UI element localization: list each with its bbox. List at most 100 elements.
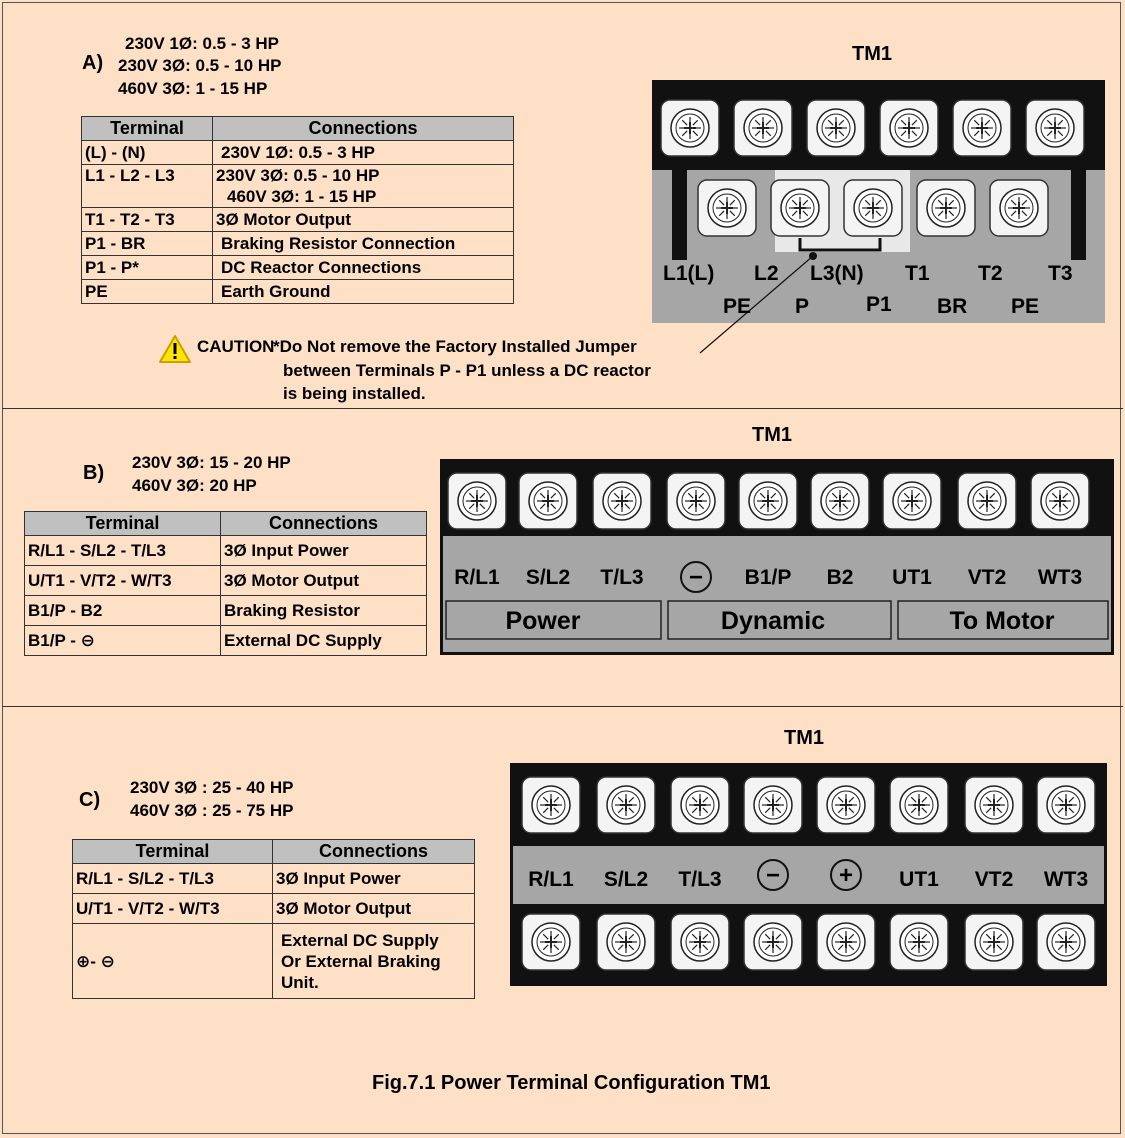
- connection-cell: Earth Ground: [212, 279, 514, 304]
- terminal-cell: B1/P - ⊖: [24, 625, 221, 656]
- section-b-tm1-title: TM1: [752, 424, 792, 446]
- table-row: U/T1 - V/T2 - W/T3 3Ø Motor Output: [72, 893, 475, 924]
- terminal-screw: [964, 776, 1024, 834]
- terminal-screw: [816, 913, 876, 971]
- terminal-cell: T1 - T2 - T3: [81, 207, 213, 232]
- table-row: P1 - P* DC Reactor Connections: [81, 255, 514, 280]
- table-row: U/T1 - V/T2 - W/T3 3Ø Motor Output: [24, 565, 427, 596]
- terminal-label: R/L1: [528, 868, 574, 891]
- connection-cell: 3Ø Motor Output: [212, 207, 514, 232]
- group-label-power: Power: [505, 607, 580, 635]
- label-t2: T2: [978, 262, 1003, 285]
- terminal-label: T/L3: [678, 868, 721, 891]
- terminal-screw: [882, 472, 942, 530]
- section-c-letter: C): [79, 789, 101, 811]
- table-row: T1 - T2 - T3 3Ø Motor Output: [81, 207, 514, 232]
- terminal-screw: [964, 913, 1024, 971]
- terminal-label: VT2: [975, 868, 1014, 891]
- terminal-screw: [889, 913, 949, 971]
- section-a-spec-2: 230V 3Ø: 0.5 - 10 HP: [118, 56, 282, 75]
- terminal-label: UT1: [892, 566, 932, 589]
- screw-row: [447, 472, 1090, 530]
- terminal-screw: [843, 179, 903, 237]
- terminal-cell: B1/P - B2: [24, 595, 221, 626]
- terminal-label: WT3: [1044, 868, 1088, 891]
- terminal-screw: [521, 913, 581, 971]
- section-c-spec-1: 230V 3Ø : 25 - 40 HP: [130, 778, 294, 797]
- terminal-screw: [743, 913, 803, 971]
- group-label-dynamic: Dynamic: [721, 607, 825, 635]
- terminal-cell: R/L1 - S/L2 - T/L3: [72, 863, 273, 894]
- terminal-label: −: [680, 561, 712, 593]
- label-pe-right: PE: [1011, 295, 1039, 318]
- section-a-letter: A): [82, 52, 104, 74]
- caution-line-3: is being installed.: [283, 384, 426, 403]
- terminal-screw: [670, 776, 730, 834]
- terminal-block-body: [513, 846, 1104, 904]
- terminal-screw: [666, 472, 726, 530]
- section-divider-bc: [2, 706, 1123, 707]
- section-b-spec-2: 460V 3Ø: 20 HP: [132, 476, 257, 495]
- terminal-label: +: [830, 859, 862, 891]
- table-header-connections: Connections: [212, 116, 514, 141]
- terminal-cell: PE: [81, 279, 213, 304]
- terminal-cell: L1 - L2 - L3: [81, 164, 213, 208]
- caution-line-1: *Do Not remove the Factory Installed Jum…: [273, 337, 637, 356]
- terminal-cell: R/L1 - S/L2 - T/L3: [24, 535, 221, 566]
- terminal-screw: [738, 472, 798, 530]
- terminal-screw: [697, 179, 757, 237]
- label-pe-left: PE: [723, 295, 751, 318]
- screw-row: [660, 99, 1085, 237]
- section-c-spec-2: 460V 3Ø : 25 - 75 HP: [130, 801, 294, 820]
- table-header-terminal: Terminal: [72, 839, 273, 864]
- connection-cell: External DC Supply Or External Braking U…: [272, 923, 475, 999]
- section-c-tm1-title: TM1: [784, 727, 824, 749]
- connection-line: Unit.: [281, 972, 319, 992]
- terminal-screw: [1036, 913, 1096, 971]
- terminal-screw: [670, 913, 730, 971]
- terminal-screw: [806, 99, 866, 157]
- label-p1: P1: [866, 293, 892, 316]
- section-b-spec-1: 230V 3Ø: 15 - 20 HP: [132, 453, 291, 472]
- connection-cell: 3Ø Motor Output: [220, 565, 427, 596]
- table-header-connections: Connections: [220, 511, 427, 536]
- screw-row: [521, 776, 1096, 971]
- terminal-screw: [743, 776, 803, 834]
- terminal-label: −: [757, 859, 789, 891]
- caution-leader-line: [699, 255, 814, 354]
- label-t3: T3: [1048, 262, 1073, 285]
- section-a-spec-3: 460V 3Ø: 1 - 15 HP: [118, 79, 268, 98]
- label-br: BR: [937, 295, 967, 318]
- terminal-screw: [889, 776, 949, 834]
- label-l1: L1(L): [663, 262, 714, 285]
- terminal-label: B1/P: [745, 566, 792, 589]
- caution-line-2: between Terminals P - P1 unless a DC rea…: [283, 361, 651, 380]
- terminal-screw: [1036, 776, 1096, 834]
- terminal-screw: [916, 179, 976, 237]
- terminal-screw: [518, 472, 578, 530]
- section-a-spec-1: 230V 1Ø: 0.5 - 3 HP: [125, 34, 280, 53]
- terminal-label: WT3: [1038, 566, 1082, 589]
- section-a-tm1-title: TM1: [852, 43, 892, 65]
- terminal-label: S/L2: [604, 868, 648, 891]
- terminal-cell: U/T1 - V/T2 - W/T3: [72, 893, 273, 924]
- table-row: L1 - L2 - L3 230V 3Ø: 0.5 - 10 HP 460V 3…: [81, 164, 514, 208]
- caution-warning-icon: [159, 335, 191, 363]
- connection-cell: Braking Resistor: [220, 595, 427, 626]
- table-row: PE Earth Ground: [81, 279, 514, 304]
- terminal-screw: [596, 913, 656, 971]
- terminal-screw: [770, 179, 830, 237]
- svg-text:−: −: [689, 564, 703, 591]
- svg-text:−: −: [766, 862, 780, 889]
- label-t1: T1: [905, 262, 930, 285]
- section-divider-ab: [2, 408, 1123, 409]
- terminal-label: S/L2: [526, 566, 570, 589]
- section-c-terminal-table: Terminal Connections R/L1 - S/L2 - T/L3 …: [72, 839, 475, 999]
- terminal-cell: P1 - BR: [81, 231, 213, 256]
- table-row: B1/P - ⊖ External DC Supply: [24, 625, 427, 656]
- terminal-label: T/L3: [600, 566, 643, 589]
- terminal-label: B2: [827, 566, 854, 589]
- group-box-power: [445, 600, 662, 640]
